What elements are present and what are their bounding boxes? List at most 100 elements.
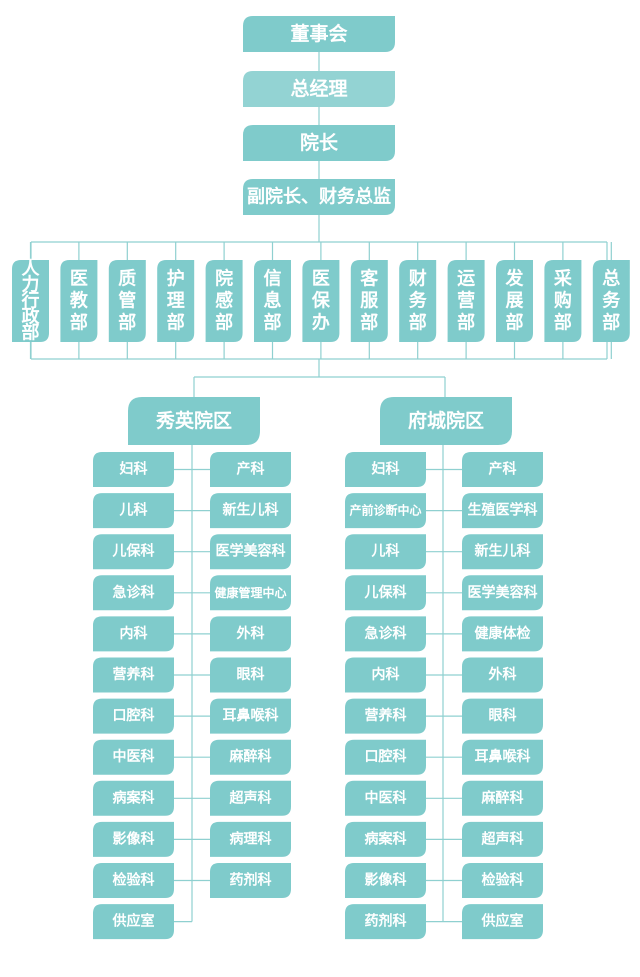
department-label-char: 办 [312, 312, 330, 334]
campus-header-box [380, 397, 512, 445]
unit-label: 检验科 [113, 872, 155, 889]
unit-label: 中医科 [113, 748, 155, 765]
department-label-char: 展 [506, 291, 525, 312]
unit-label: 营养科 [113, 666, 155, 683]
unit-box [345, 575, 426, 611]
unit-box [345, 698, 426, 734]
campus-block: 秀英院区妇科儿科儿保科急诊科内科营养科口腔科中医科病案科影像科检验科供应室产科新… [93, 397, 291, 940]
department-label-char: 部 [554, 312, 572, 334]
president-label: 院长 [300, 131, 339, 154]
unit-label: 麻醉科 [229, 748, 272, 765]
unit-box [210, 534, 291, 570]
department-label-char: 教 [70, 290, 89, 312]
unit-node: 新生儿科 [210, 493, 291, 529]
unit-label: 麻醉科 [481, 789, 524, 806]
unit-label: 超声科 [229, 789, 272, 806]
department-label-char: 总 [602, 268, 620, 290]
unit-box [345, 821, 426, 857]
unit-box [462, 780, 543, 816]
unit-box [93, 616, 174, 652]
unit-box [93, 698, 174, 734]
unit-label: 急诊科 [113, 584, 155, 601]
department-label-char: 部 [70, 312, 88, 334]
board-box [243, 16, 395, 52]
department-box [447, 260, 485, 342]
unit-label: 产科 [489, 461, 517, 478]
unit-node: 产前诊断中心 [345, 493, 426, 529]
unit-node: 检验科 [93, 863, 174, 898]
campus-header-box [128, 397, 260, 445]
unit-node: 药剂科 [210, 863, 291, 898]
unit-box [210, 493, 291, 529]
unit-label: 病案科 [113, 789, 155, 806]
unit-node: 产科 [462, 452, 543, 487]
unit-box [462, 493, 543, 529]
department-label-char: 部 [457, 312, 475, 334]
department-node: 财务部 [399, 260, 437, 342]
unit-label: 眼科 [489, 707, 517, 724]
department-label-char: 部 [118, 312, 136, 334]
unit-box [93, 657, 174, 693]
unit-box [345, 493, 426, 529]
unit-box [462, 534, 543, 570]
unit-node: 医学美容科 [462, 575, 543, 611]
unit-node: 麻醉科 [462, 780, 543, 816]
unit-box [93, 739, 174, 775]
unit-box [210, 739, 291, 775]
unit-node: 超声科 [210, 780, 291, 816]
department-label-char: 务 [409, 290, 428, 312]
department-label-char: 行 [21, 290, 40, 312]
unit-box [462, 821, 543, 857]
unit-box [210, 821, 291, 857]
unit-label: 儿科 [371, 543, 400, 560]
unit-node: 外科 [462, 657, 543, 693]
unit-node: 营养科 [93, 657, 174, 693]
unit-box [93, 452, 174, 487]
unit-node: 影像科 [345, 863, 426, 898]
unit-box [210, 698, 291, 734]
department-label-char: 质 [118, 269, 136, 290]
unit-box [462, 616, 543, 652]
department-box [302, 260, 340, 342]
unit-box [345, 780, 426, 816]
unit-node: 影像科 [93, 821, 174, 857]
department-label-char: 部 [167, 312, 185, 334]
department-box [60, 260, 98, 342]
unit-label: 药剂科 [365, 913, 407, 930]
campus-header: 府城院区 [380, 397, 512, 445]
unit-box [210, 575, 291, 611]
department-label-char: 运 [457, 269, 475, 290]
department-label-char: 保 [311, 290, 331, 312]
president-node: 院长 [243, 125, 395, 161]
department-label-char: 人 [22, 259, 41, 280]
unit-node: 病理科 [210, 821, 291, 857]
unit-label: 超声科 [481, 830, 524, 847]
department-label-char: 院 [215, 268, 233, 290]
unit-node: 生殖医学科 [462, 493, 543, 529]
unit-label: 病理科 [230, 830, 272, 847]
unit-label: 外科 [489, 666, 517, 683]
general-manager-box [243, 71, 395, 107]
department-label-char: 购 [554, 290, 572, 312]
department-label-char: 客 [360, 268, 379, 290]
unit-node: 耳鼻喉科 [462, 739, 543, 775]
department-node: 院感部 [205, 260, 243, 342]
unit-label: 口腔科 [113, 707, 155, 724]
unit-node: 超声科 [462, 821, 543, 857]
unit-node: 内科 [345, 657, 426, 693]
unit-box [93, 904, 174, 940]
department-label-char: 部 [602, 312, 620, 334]
department-label-char: 财 [409, 268, 427, 290]
department-label-char: 采 [553, 269, 573, 290]
unit-node: 口腔科 [93, 698, 174, 734]
department-label-char: 部 [506, 312, 524, 334]
unit-box [345, 452, 426, 487]
unit-box [462, 657, 543, 693]
unit-node: 急诊科 [345, 616, 426, 652]
department-label-char: 服 [360, 291, 379, 312]
unit-node: 妇科 [345, 452, 426, 487]
unit-node: 供应室 [93, 904, 174, 940]
unit-label: 眼科 [237, 666, 265, 683]
department-label-char: 理 [167, 291, 185, 312]
unit-label: 健康体检 [475, 625, 531, 642]
